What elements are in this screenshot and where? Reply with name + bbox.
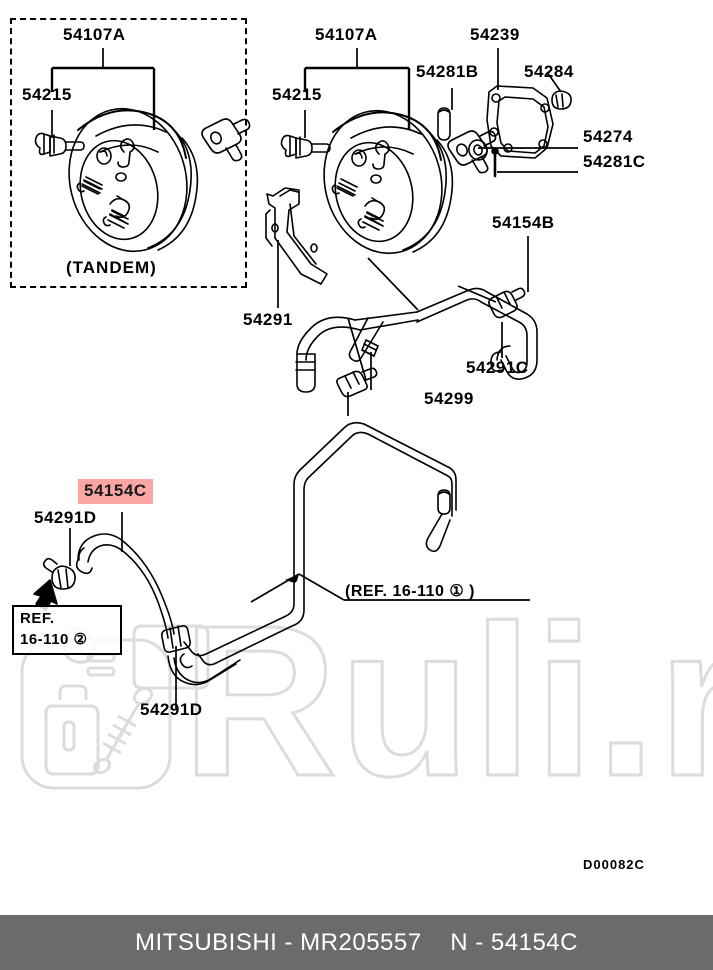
- label-tandem-note: (TANDEM): [66, 258, 157, 277]
- ref-16-110-box: [12, 605, 122, 655]
- label-54291c: 54291C: [466, 358, 529, 377]
- grommet-54281b: [437, 107, 451, 141]
- hose-54154b: [416, 287, 538, 380]
- diagram-code: D00082C: [583, 857, 645, 872]
- clamp-54291d-lower: [161, 625, 191, 653]
- label-54215-tandem: 54215: [22, 85, 72, 104]
- label-54154b: 54154B: [492, 213, 555, 232]
- label-54281c: 54281C: [583, 152, 646, 171]
- label-54291d-upper: 54291D: [34, 508, 97, 527]
- label-54291d-lower: 54291D: [140, 700, 203, 719]
- clamp-54291c: [488, 287, 526, 319]
- ref-box-line-1: REF.: [20, 610, 55, 627]
- label-54154c-highlighted: 54154C: [78, 479, 153, 504]
- ref-box-line-2: 16-110 ②: [20, 631, 88, 648]
- label-54299: 54299: [424, 389, 474, 408]
- label-54284: 54284: [524, 62, 574, 81]
- label-54239: 54239: [470, 25, 520, 44]
- tandem-variant-box: [10, 18, 247, 288]
- diagram-canvas: Ruli.ru: [10, 18, 713, 872]
- clamp-54291d-upper: [42, 557, 76, 590]
- bracket-54291: [265, 187, 328, 285]
- booster-main-illustration: [280, 85, 572, 255]
- label-54215-main: 54215: [272, 85, 322, 104]
- technical-line-art: [33, 48, 578, 710]
- svg-text:Ruli.ru: Ruli.ru: [182, 580, 713, 821]
- footer-text: MITSUBISHI - MR205557 N - 54154C: [135, 928, 578, 956]
- check-valve-tandem: [34, 132, 85, 157]
- label-54107a-tandem: 54107A: [63, 25, 126, 44]
- nut-54284: [551, 90, 572, 110]
- label-54274: 54274: [583, 127, 633, 146]
- label-54291: 54291: [243, 310, 293, 329]
- footer-bar: MITSUBISHI - MR205557 N - 54154C: [0, 915, 713, 970]
- hose-54299-assembly: [295, 287, 526, 398]
- booster-port-fitting-main: [447, 130, 497, 174]
- vacuum-pipe-ref: [179, 421, 457, 669]
- clamp-loose: [336, 367, 378, 398]
- label-ref-16-110-inline: (REF. 16-110 ① ): [345, 583, 475, 600]
- booster-tandem-illustration: [34, 107, 251, 253]
- booster-port-fitting-tandem: [201, 118, 251, 162]
- label-54107a-main: 54107A: [315, 25, 378, 44]
- label-54281b: 54281B: [416, 62, 479, 81]
- check-valve-main: [280, 134, 331, 159]
- pipe-hook-bracket: [425, 489, 451, 553]
